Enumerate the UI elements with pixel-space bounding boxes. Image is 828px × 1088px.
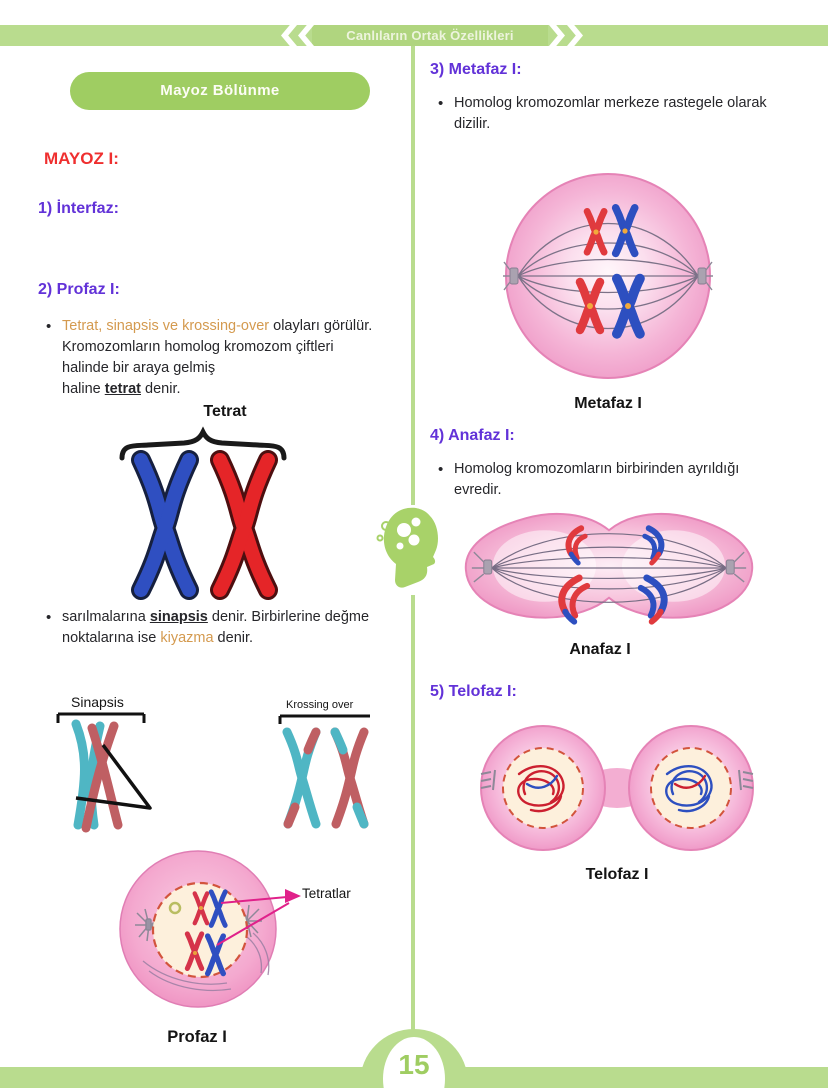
bullet-text: denir. Birbirlerine değme noktalarına is… [62,609,370,646]
term-kiyazma: kiyazma [160,630,214,646]
separating-chromosomes [558,525,668,625]
profaz-bullet-1-text: Tetrat, sinapsis ve krossing-over olayla… [62,316,418,400]
tetratlar-label: Tetratlar [302,886,351,901]
thinking-head-icon [374,502,452,598]
bullet-dot: • [46,318,52,335]
topic-pill: Mayoz Bölünme [70,72,370,110]
page-number: 15 [398,1049,430,1080]
bullet-dot: • [438,461,444,478]
tetrat-caption: Tetrat [203,403,247,420]
bullet-text: sarılmalarına [62,609,150,625]
metafaz-bullet-text: Homolog kromozomlar merkeze rastegele ol… [454,95,767,132]
centriole-left [480,769,496,791]
column-divider [411,595,415,1032]
chromatin-left [517,764,565,813]
pole-left [471,551,493,583]
bullet-dot: • [46,609,52,626]
spindle-fibers [517,223,699,329]
spindle-fibers [491,533,727,603]
telofaz-cell-figure [467,722,767,860]
cell-arcs [142,932,270,992]
heading-profaz: 2) Profaz I: [38,281,120,298]
page-number-oval: 15 [383,1037,445,1088]
section-title-mayoz: MAYOZ I: [44,149,119,168]
header-title: Canlıların Ortak Özellikleri [346,28,514,43]
chiasma-pointer [75,743,152,810]
centriole-right [738,769,754,791]
anafaz-bullet: • Homolog kromozomların birbirinden ayrı… [438,459,788,501]
bullet-text-line2: Kromozomların homolog kromozom çiftleri [62,339,334,355]
anafaz-bullet-text: Homolog kromozomların birbirinden ayrıld… [454,461,740,498]
bullet-text-line4: haline [62,381,105,397]
sinapsis-label: Sinapsis [71,694,124,710]
profaz-bullet-2: • sarılmalarına sinapsis denir. Birbirle… [46,607,418,649]
bullet-text-line3: halinde bir araya gelmiş [62,360,216,376]
blue-chromosome [131,450,199,600]
column-divider [411,46,415,505]
anafaz-cell-figure [450,502,768,634]
pole-left [503,261,519,291]
bullet-text: olayları görülür. [269,318,373,334]
bullet-text-line4-end: denir. [141,381,181,397]
heading-metafaz: 3) Metafaz I: [430,61,522,78]
metafaz-caption: Metafaz I [574,395,642,412]
bracket [278,714,370,724]
highlight-terms: Tetrat, sinapsis ve krossing-over [62,318,270,334]
tetrat-figure [108,424,298,604]
metafaz-cell-figure [502,170,714,382]
heading-telofaz: 5) Telofaz I: [430,683,517,700]
pole-right [697,261,713,291]
krossing-figure [272,712,377,834]
profaz-caption: Profaz I [167,1028,227,1046]
metafaz-bullet: • Homolog kromozomlar merkeze rastegele … [438,93,794,135]
term-tetrat: tetrat [104,381,141,397]
nucleus [151,881,249,979]
bullet-text: denir. [213,630,254,646]
red-chromosome [210,450,278,600]
term-sinapsis: sinapsis [149,609,208,625]
centromere-dots [587,228,631,309]
anafaz-caption: Anafaz I [569,641,631,658]
annotation-arrows [216,889,301,946]
header-ribbon [312,25,548,46]
heading-anafaz: 4) Anafaz I: [430,427,515,444]
profaz-cell-figure [115,845,365,1015]
profaz-bullet-2-text: sarılmalarına sinapsis denir. Birbirleri… [62,607,418,649]
heading-interfaz: 1) İnterfaz: [38,200,119,217]
bracket [56,712,146,723]
krossing-label: Krossing over [286,699,354,711]
telofaz-caption: Telofaz I [585,866,649,883]
tetrad-group-1 [192,889,228,928]
brace [119,426,287,461]
chromatin-right [665,764,713,813]
nucleolus [168,901,182,915]
sinapsis-figure [48,710,168,838]
bullet-dot: • [438,95,444,112]
pole-right [725,551,747,583]
profaz-bullet-1: • Tetrat, sinapsis ve krossing-over olay… [46,316,418,400]
